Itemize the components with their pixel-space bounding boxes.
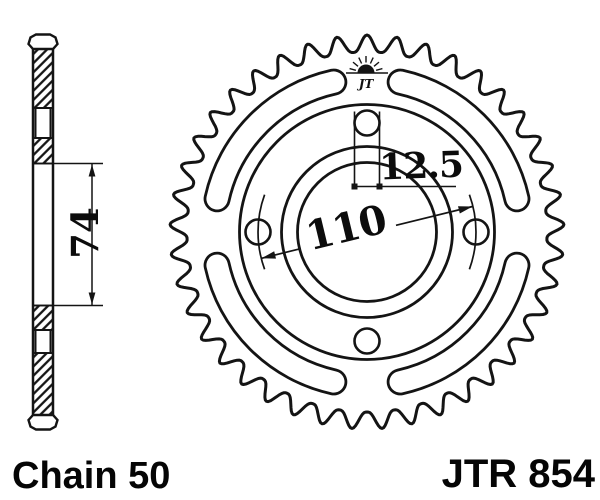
dim-110-arrow-left [261,251,276,259]
section-hatch [32,304,54,331]
logo-sun-ray [349,67,357,71]
dim-74-arrow-top [88,164,96,177]
sprocket-front-view [168,33,566,430]
lightening-slot [389,254,528,393]
dim-74-arrow-bottom [88,292,96,305]
logo-sun-ray [375,67,383,71]
chain-size-label: Chain 50 [12,455,171,497]
bolt-hole [353,327,381,355]
bolt-hole [353,109,381,137]
sprocket-side-view [27,33,59,431]
inner-ring-circle [238,103,496,361]
bore-diameter-label: 74 [63,207,107,259]
part-number-label: JTR 854 [441,452,595,496]
section-hatch [32,48,54,109]
logo-sun-ray [369,57,374,64]
lightening-slot [206,71,345,210]
tooth-section-top [27,33,59,51]
bolt-hole-diameter-label: 12.5 [378,143,464,189]
jt-brand-text: JT [358,77,374,91]
jt-sun-logo [346,56,388,74]
logo-sun-ray [373,61,380,67]
section-hatch [32,137,54,165]
dimension-annotations [33,111,473,307]
dim-110-arrow-right [458,206,473,214]
section-hatch [32,352,54,416]
hub-circle [280,145,454,319]
dim-125-tick [376,183,383,190]
pitch-arc-left [257,194,266,270]
lightening-slot [389,71,528,210]
teeth-outline [168,33,566,430]
slot-section [34,107,52,139]
lightening-slot [206,254,345,393]
dim-125-tick [351,183,358,190]
slot-section [34,329,52,354]
logo-sun-ray [352,61,359,67]
logo-sun [357,64,375,73]
pitch-arc-right [468,194,477,270]
tooth-section-bottom [27,413,59,431]
logo-sun-ray [358,57,363,64]
bore-circle [296,161,438,303]
